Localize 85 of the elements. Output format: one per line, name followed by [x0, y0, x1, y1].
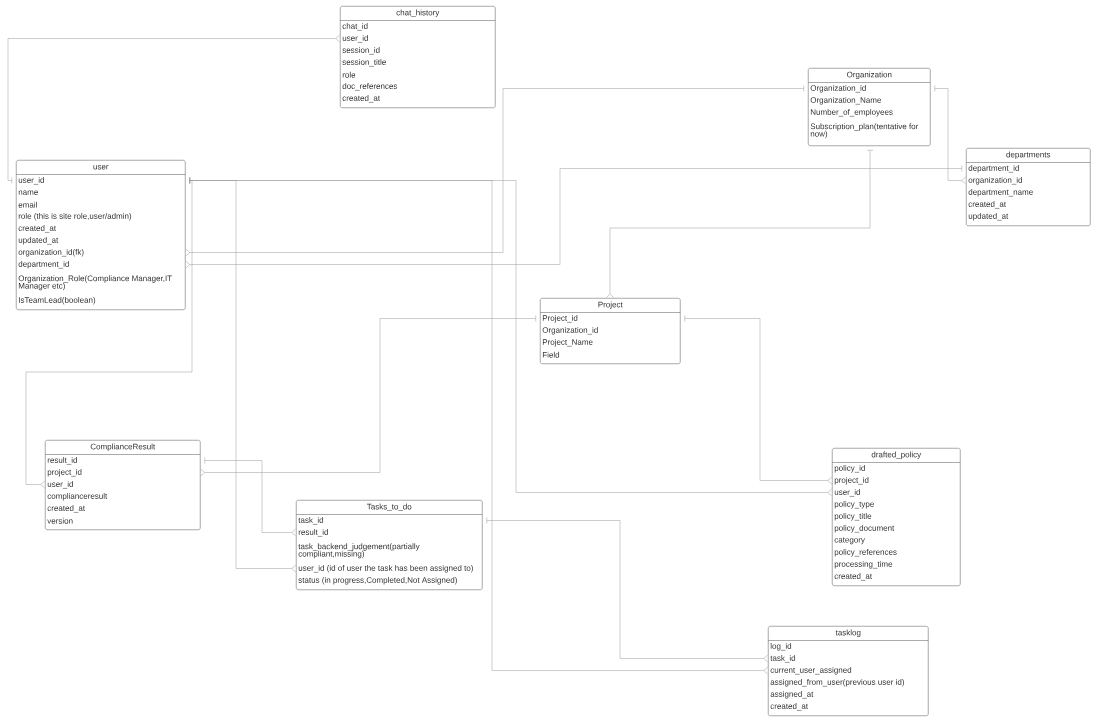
table-title: departments — [1006, 151, 1051, 159]
field-label: policy_title — [834, 513, 872, 521]
field-label: Field — [542, 351, 560, 358]
field-label: created_at — [18, 225, 56, 233]
field-label: name — [18, 190, 38, 195]
field-label: policy_document — [834, 525, 895, 533]
entity-table — [340, 6, 496, 108]
relationship-line — [486, 517, 768, 663]
field-label: updated_at — [18, 237, 59, 245]
field-label: department_id — [968, 165, 1019, 173]
field-label: user_id (id of user the task has been assigned to) — [298, 565, 473, 573]
field-label: IsTeamLead(boolean) — [19, 297, 96, 305]
table-title: drafted_policy — [871, 451, 922, 459]
relationship-line — [185, 85, 804, 257]
field-label: created_at — [342, 95, 380, 103]
relationship-line — [606, 150, 874, 298]
field-label: session_id — [342, 47, 380, 55]
field-label: Project_Name — [542, 339, 593, 347]
field-label: category — [834, 537, 865, 545]
field-label: task_id — [298, 517, 324, 525]
field-label: task_id — [770, 655, 796, 663]
field-label: current_user_assigned — [770, 667, 852, 675]
entity-table — [16, 160, 186, 310]
field-label: Organization_id — [810, 85, 866, 93]
entity-table — [768, 626, 929, 716]
relationship-line — [684, 315, 832, 485]
entity-table — [808, 68, 931, 146]
field-label: assigned_at — [770, 691, 814, 699]
field-label: organization_id(fk) — [18, 249, 84, 257]
field-label: policy_type — [834, 501, 874, 509]
field-label: email — [18, 201, 37, 208]
field-label: doc_references — [342, 83, 398, 91]
field-label: project_id — [834, 477, 869, 485]
field-label: user_id — [342, 35, 368, 43]
field-label: role — [342, 71, 356, 78]
field-label: version — [47, 517, 73, 524]
table-title: Tasks_to_do — [366, 503, 412, 511]
table-title: Organization — [846, 71, 892, 79]
field-label: Organization_id — [542, 327, 598, 335]
field-label: policy_id — [834, 465, 865, 473]
entity-table — [45, 440, 201, 530]
field-label: role (this is site role,user/admin) — [18, 213, 132, 221]
table-title: tasklog — [835, 629, 861, 637]
field-label: log_id — [770, 643, 792, 651]
relationship-line — [200, 315, 536, 477]
field-label: complianceresult — [47, 493, 108, 501]
field-label: user_id — [47, 481, 73, 489]
relationship-line — [7, 34, 340, 184]
table-title: Project — [598, 301, 623, 309]
relationship-line — [204, 457, 296, 537]
relationship-line — [189, 177, 832, 497]
entity-table — [832, 448, 961, 586]
field-label: department_id — [18, 261, 69, 269]
field-label: result_id — [298, 529, 328, 537]
field-label: processing_time — [834, 561, 893, 569]
table-title: ComplianceResult — [90, 443, 156, 451]
field-label: session_title — [342, 59, 386, 67]
field-label: status (in progress,Completed,Not Assigned) — [298, 577, 457, 585]
entity-table — [540, 298, 681, 364]
field-label: created_at — [770, 703, 808, 711]
entity-table — [296, 500, 483, 590]
field-label: result_id — [47, 457, 77, 465]
table-title: user — [93, 165, 109, 170]
field-label: Organization_Role(Compliance Manager,IT Manager etc) — [18, 275, 172, 291]
field-label: chat_id — [342, 23, 368, 31]
relationship-line — [934, 85, 966, 185]
field-label: assigned_from_user(previous user id) — [770, 679, 904, 687]
entity-table — [966, 148, 1091, 226]
field-label: updated_at — [968, 213, 1009, 221]
field-label: Number_of_employees — [810, 109, 893, 117]
field-label: created_at — [968, 201, 1006, 209]
field-label: user_id — [834, 489, 860, 497]
field-label: created_at — [47, 505, 85, 513]
relationship-line — [185, 165, 962, 269]
field-label: Subscription_plan(tentative for now) — [810, 123, 919, 139]
table-title: chat_history — [396, 9, 440, 17]
field-label: task_backend_judgement(partially compliant,missing) — [298, 543, 420, 559]
field-label: project_id — [47, 469, 82, 477]
field-label: Organization_Name — [810, 97, 882, 105]
field-label: created_at — [834, 573, 872, 581]
field-label: organization_id — [968, 177, 1022, 185]
field-label: policy_references — [834, 549, 897, 557]
field-label: user_id — [18, 177, 44, 185]
field-label: department_name — [968, 189, 1033, 197]
field-label: Project_id — [542, 315, 578, 323]
